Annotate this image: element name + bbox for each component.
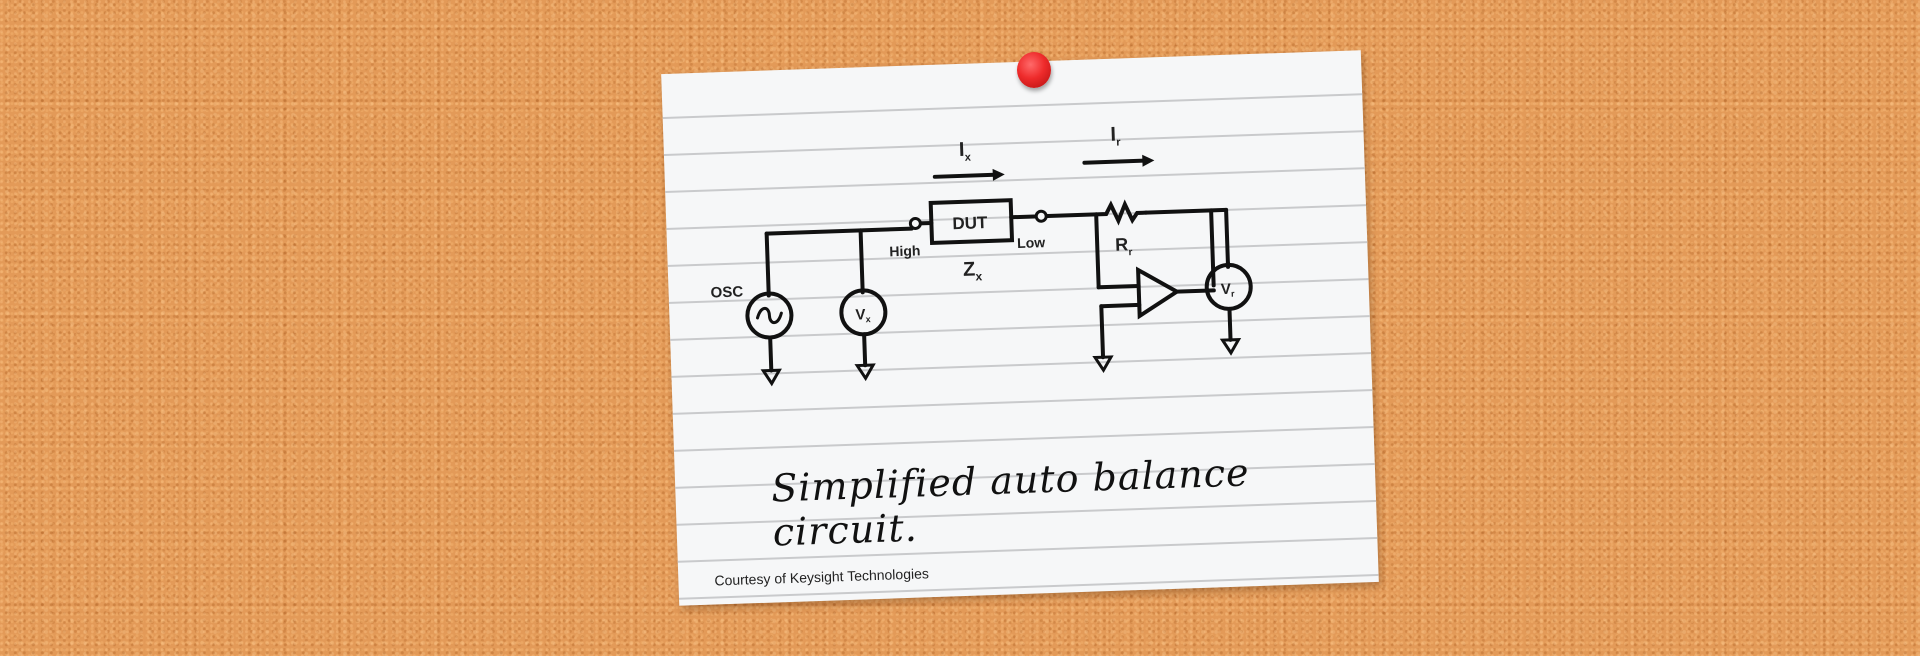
vr-label: Vr — [1221, 281, 1236, 299]
high-label: High — [889, 242, 921, 259]
osc-label: OSC — [710, 283, 743, 301]
dut-label: DUT — [952, 213, 988, 233]
ir-label: Ir — [1110, 123, 1121, 148]
push-pin-icon — [1017, 52, 1051, 88]
handwritten-caption: Simplified auto balance circuit. — [770, 450, 1251, 555]
low-label: Low — [1017, 234, 1046, 251]
zx-label: Zx — [963, 258, 983, 284]
circuit-diagram: OSC Vx High DUT Zx Low Ix Ir Rr Vr — [710, 123, 1253, 387]
vx-label: Vx — [855, 306, 871, 325]
index-card: OSC Vx High DUT Zx Low Ix Ir Rr Vr Simpl… — [661, 50, 1379, 606]
ix-label: Ix — [959, 139, 972, 164]
rr-label: Rr — [1115, 234, 1133, 259]
credit-text: Courtesy of Keysight Technologies — [714, 565, 930, 589]
